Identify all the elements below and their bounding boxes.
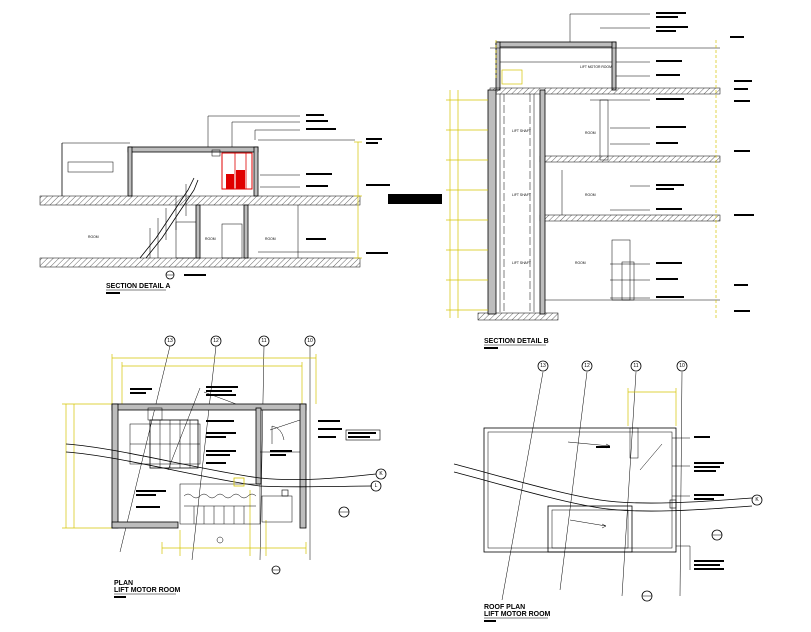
svg-text:LIFT SHAFT: LIFT SHAFT <box>512 129 531 133</box>
plan-wall-left <box>111 403 119 529</box>
stair-roof <box>547 505 633 553</box>
grid-row-marker <box>375 468 387 480</box>
plan-leaders <box>167 387 301 471</box>
roof-title-line1: ROOF PLAN <box>484 604 525 611</box>
plan-grid-bubbles: 13 12 11 10 <box>119 335 316 561</box>
svg-text:ROOM: ROOM <box>265 237 276 241</box>
motor-unit <box>129 419 201 469</box>
svg-text:ROOM: ROOM <box>585 131 596 135</box>
plan-title-line1: PLAN <box>114 580 133 587</box>
upper-slab <box>39 195 361 206</box>
note-box <box>67 161 114 173</box>
shaft-wall-right <box>539 89 546 315</box>
roof-cut-line <box>453 463 753 504</box>
pit-slab <box>477 312 559 321</box>
section-detail-b: LIFT MOTOR ROOM LIFT SHAFT LIFT SHAFT LI… <box>446 12 754 349</box>
slab-level-1 <box>489 87 721 95</box>
plan-wall-top <box>111 403 307 411</box>
roof-outline <box>483 427 677 553</box>
grid-row-marker-2 <box>370 480 382 492</box>
section-detail-a: ROOM ROOM ROOM <box>39 114 442 294</box>
roof-grid-bubbles: 13 12 11 10 <box>501 360 688 601</box>
section-a-title: SECTION DETAIL A <box>106 283 170 290</box>
callout-note <box>388 194 442 204</box>
grid-label: 13 <box>167 338 173 344</box>
svg-text:LIFT SHAFT: LIFT SHAFT <box>512 261 531 265</box>
grid-label: 13 <box>540 363 546 369</box>
svg-text:ROOM: ROOM <box>88 235 99 239</box>
lift-motor-equipment <box>221 152 253 190</box>
plan-title-line2: LIFT MOTOR ROOM <box>114 587 181 594</box>
grid-label: 12 <box>584 363 590 369</box>
roof-leaders <box>672 437 691 570</box>
stair <box>139 177 199 259</box>
lift-shaft: LIFT SHAFT LIFT SHAFT LIFT SHAFT <box>499 69 535 312</box>
grid-row-label: K <box>379 471 383 477</box>
svg-text:LIFT SHAFT: LIFT SHAFT <box>512 193 531 197</box>
plan-wall-right <box>299 403 307 529</box>
grid-label: 10 <box>679 363 685 369</box>
roof-slab <box>127 146 259 153</box>
roof-grid-row-marker <box>751 494 763 506</box>
svg-text:LIFT MOTOR ROOM: LIFT MOTOR ROOM <box>580 65 612 69</box>
section-b-title: SECTION DETAIL B <box>484 338 549 345</box>
cut-line <box>65 443 377 481</box>
plan-stair <box>179 477 261 525</box>
plan-dimensions <box>62 354 317 556</box>
plan-wall-bottom <box>111 521 179 529</box>
roof-notes <box>596 436 724 570</box>
roof-grid-row-label: K <box>755 497 759 503</box>
slab-level-2 <box>539 155 721 163</box>
svg-text:ROOM: ROOM <box>575 261 586 265</box>
section-a-notes <box>306 114 442 254</box>
grid-label: 12 <box>213 338 219 344</box>
svg-text:ROOM: ROOM <box>205 237 216 241</box>
plan-notes <box>130 386 381 508</box>
grid-label: 10 <box>307 338 313 344</box>
slab-level-3 <box>539 214 721 222</box>
section-b-notes <box>656 12 754 312</box>
shaft-wall-left <box>487 89 497 315</box>
ground-slab <box>39 257 361 268</box>
grid-label: 11 <box>633 363 638 369</box>
section-a-leaders <box>207 115 355 253</box>
dimension-ticks <box>446 99 488 311</box>
plan-lift-motor-room: 13 12 11 10 <box>62 335 387 598</box>
section-b-leaders <box>569 13 650 299</box>
grid-row-label-2: L <box>375 483 378 489</box>
grid-label: 11 <box>261 338 266 344</box>
roof-plan-lift-motor-room: 13 12 11 10 K <box>453 360 763 622</box>
roof-title-line2: LIFT MOTOR ROOM <box>484 611 551 618</box>
svg-text:ROOM: ROOM <box>585 193 596 197</box>
